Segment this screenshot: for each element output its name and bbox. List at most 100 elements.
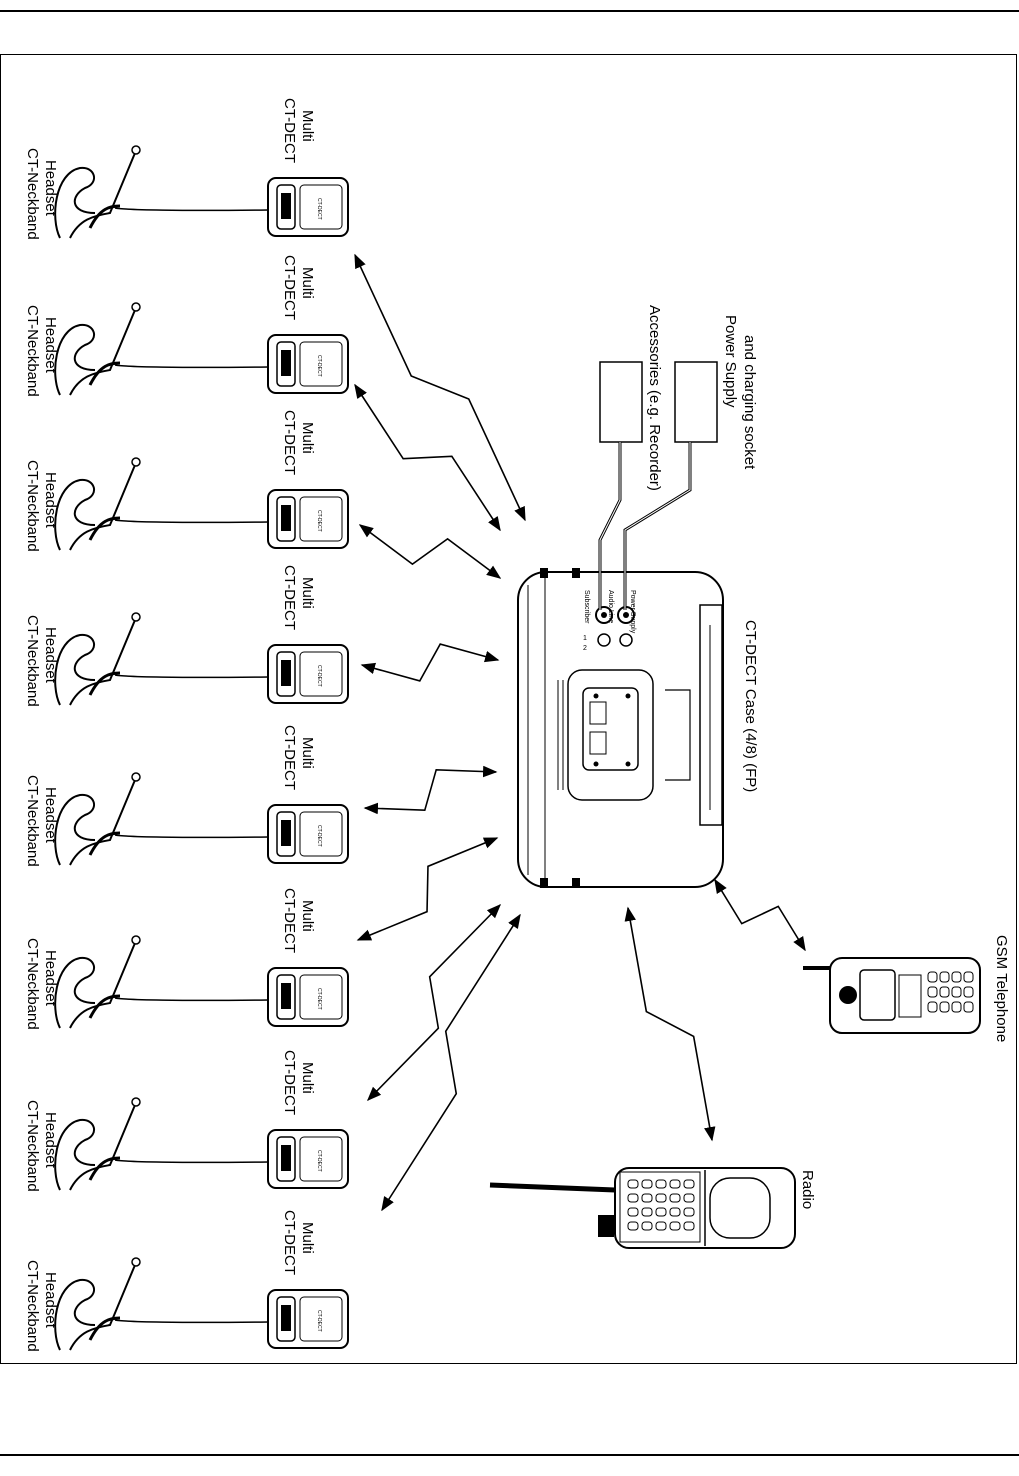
- headset-label: CT-Neckband: [24, 1260, 41, 1352]
- handset-label-line2: Multi: [299, 110, 316, 142]
- radio-key: [683, 1179, 695, 1189]
- dect-handset-icon: CT-DECT: [267, 644, 349, 704]
- radio-key: [641, 1207, 653, 1217]
- diagram-frame: [0, 54, 1017, 1364]
- dect-handset-icon: CT-DECT: [267, 804, 349, 864]
- neckband-headset-icon: [54, 935, 141, 1029]
- handset-label-line1: CT-DECT: [281, 565, 298, 630]
- handset-label-2: Multi: [299, 110, 316, 142]
- radio-key: [641, 1193, 653, 1203]
- handset-label-line1: CT-DECT: [281, 98, 298, 163]
- gsm-key: [927, 971, 938, 983]
- accessories-label: Accessories (e.g. Recorder): [646, 305, 663, 491]
- neckband-headset-icon: [54, 1097, 141, 1191]
- handset-label-line2: Multi: [299, 267, 316, 299]
- headset-label-line2: Headset: [42, 317, 59, 374]
- handset-label-line2: Multi: [299, 900, 316, 932]
- neckband-headset-icon: [54, 145, 141, 239]
- headset-label-line2: Headset: [42, 950, 59, 1007]
- handset-face-text: CT-DECT: [316, 198, 322, 220]
- wireless-link-arrow: [360, 643, 500, 682]
- headset-label: CT-Neckband: [24, 938, 41, 1030]
- power-supply-label-line1: Power Supply: [722, 315, 739, 408]
- power-supply-label-line2: and charging socket: [741, 335, 758, 470]
- handset-label-2: Multi: [299, 1062, 316, 1094]
- handset-face-text: CT-DECT: [316, 665, 322, 687]
- dect-handset-icon: CT-DECT: [267, 334, 349, 394]
- handset-face-text: CT-DECT: [316, 510, 322, 532]
- wireless-link-arrow: [354, 383, 501, 532]
- radio-key: [683, 1221, 695, 1231]
- radio-key: [669, 1207, 681, 1217]
- neckband-headset-icon: [54, 1257, 141, 1351]
- headset-label-line2: Headset: [42, 472, 59, 529]
- headset-cable: [114, 519, 269, 524]
- handset-label-line1: CT-DECT: [281, 255, 298, 320]
- neckband-headset-icon: [54, 772, 141, 866]
- wireless-link-arrow: [363, 765, 498, 815]
- header-rule: [0, 10, 1019, 12]
- handset-label: CT-DECT: [281, 888, 298, 953]
- headset-cable: [114, 1159, 269, 1164]
- case-panel-number-1: 1: [583, 635, 587, 642]
- handset-label-2: Multi: [299, 900, 316, 932]
- handset-label: CT-DECT: [281, 410, 298, 475]
- handset-face-text: CT-DECT: [316, 1150, 322, 1172]
- base-station-label: CT-DECT Case (4/8) (FP): [742, 620, 759, 792]
- handset-label-line1: CT-DECT: [281, 725, 298, 790]
- case-panel-label-audio: Audio Line: [607, 590, 614, 623]
- wireless-link-arrow: [366, 903, 502, 1102]
- radio-key: [655, 1179, 667, 1189]
- radio-key: [669, 1221, 681, 1231]
- radio-key: [641, 1221, 653, 1231]
- power-supply-label-2: and charging socket: [741, 335, 758, 470]
- dect-handset-icon: CT-DECT: [267, 489, 349, 549]
- headset-label-line2: Headset: [42, 160, 59, 217]
- handset-face-text: CT-DECT: [316, 988, 322, 1010]
- wireless-link-arrow: [358, 524, 502, 579]
- handset-label-2: Multi: [299, 737, 316, 769]
- handset-label-line1: CT-DECT: [281, 1210, 298, 1275]
- dect-handset-icon: CT-DECT: [267, 1129, 349, 1189]
- radio-key: [683, 1193, 695, 1203]
- headset-label-line2: Headset: [42, 1112, 59, 1169]
- handset-label-2: Multi: [299, 1222, 316, 1254]
- wireless-link-arrow: [381, 913, 521, 1212]
- handset-label: CT-DECT: [281, 1210, 298, 1275]
- dect-handset-icon: CT-DECT: [267, 967, 349, 1027]
- handset-label-2: Multi: [299, 577, 316, 609]
- headset-label-2: Headset: [42, 1112, 59, 1169]
- footer-rule: [0, 1454, 1019, 1456]
- dect-handset-icon: CT-DECT: [267, 1289, 349, 1349]
- power-supply-label: Power Supply: [722, 315, 739, 408]
- headset-label-line2: Headset: [42, 787, 59, 844]
- handset-label: CT-DECT: [281, 1050, 298, 1115]
- radio-key: [627, 1207, 639, 1217]
- headset-cable: [114, 997, 269, 1002]
- headset-cable: [114, 674, 269, 679]
- gsm-key: [927, 986, 938, 998]
- neckband-headset-icon: [54, 302, 141, 396]
- radio-device: [489, 1167, 796, 1249]
- handset-label-line1: CT-DECT: [281, 888, 298, 953]
- gsm-key: [963, 986, 974, 998]
- handset-label-line2: Multi: [299, 422, 316, 454]
- handset-label-line2: Multi: [299, 737, 316, 769]
- handset-face-text: CT-DECT: [316, 825, 322, 847]
- gsm-key: [963, 1001, 974, 1013]
- handset-face-text: CT-DECT: [316, 1310, 322, 1332]
- headset-label-line1: CT-Neckband: [24, 1100, 41, 1192]
- handset-face-text: CT-DECT: [316, 355, 322, 377]
- handset-label-line2: Multi: [299, 1062, 316, 1094]
- gsm-key: [939, 971, 950, 983]
- headset-label: CT-Neckband: [24, 775, 41, 867]
- radio-label: Radio: [799, 1170, 816, 1209]
- base-station-case: [517, 568, 724, 888]
- headset-label-line1: CT-Neckband: [24, 615, 41, 707]
- gsm-key: [951, 971, 962, 983]
- radio-key: [627, 1193, 639, 1203]
- headset-label-line1: CT-Neckband: [24, 148, 41, 240]
